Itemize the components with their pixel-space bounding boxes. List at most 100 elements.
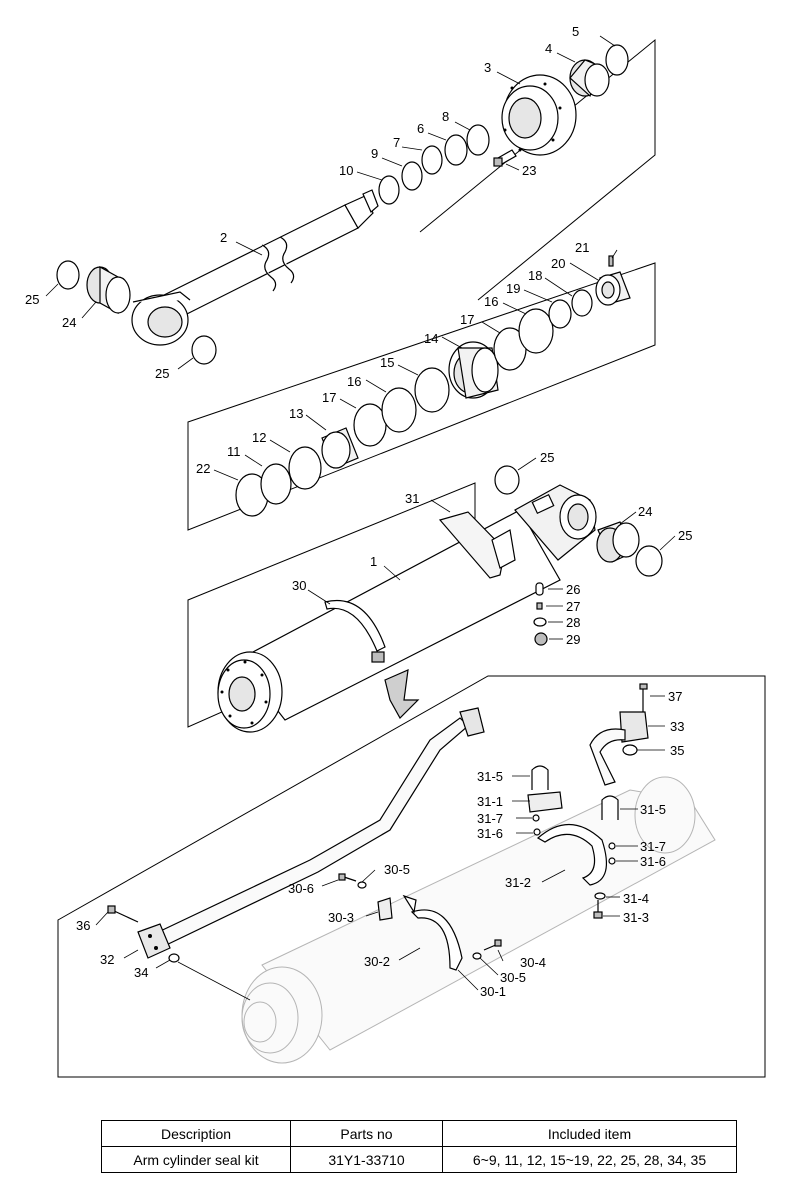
cell-description: Arm cylinder seal kit [101, 1146, 291, 1173]
o-ring-34 [168, 953, 180, 963]
label-36: 36 [76, 918, 90, 933]
label-22: 22 [196, 461, 210, 476]
label-30-3: 30-3 [328, 910, 354, 925]
ring-15 [414, 367, 450, 413]
bushing-24-rod [86, 265, 131, 315]
ring-9 [401, 161, 423, 191]
ring-17-left [353, 403, 387, 447]
label-19: 19 [506, 281, 520, 296]
header-included-item: Included item [442, 1120, 737, 1147]
u-bolt-31-5-left [531, 765, 549, 790]
seal-25-tube-top [494, 465, 520, 495]
label-33: 33 [670, 719, 684, 734]
label-7: 7 [393, 135, 400, 150]
label-10: 10 [339, 163, 353, 178]
label-12: 12 [252, 430, 266, 445]
ring-11 [260, 463, 292, 505]
bracket-31 [438, 511, 516, 579]
label-30-2: 30-2 [364, 954, 390, 969]
label-16b: 16 [484, 294, 498, 309]
clamp-30-2 [402, 894, 463, 971]
label-24b: 24 [638, 504, 652, 519]
label-27: 27 [566, 599, 580, 614]
seal-kit-table: Description Parts no Included item Arm c… [101, 1120, 737, 1173]
ring-7 [421, 145, 443, 175]
ring-16-left [381, 387, 417, 433]
label-31-2: 31-2 [505, 875, 531, 890]
table-row: Arm cylinder seal kit 31Y1-33710 6~9, 11… [101, 1146, 737, 1173]
label-25b: 25 [155, 366, 169, 381]
label-25a: 25 [25, 292, 39, 307]
header-description: Description [101, 1120, 291, 1147]
label-21: 21 [575, 240, 589, 255]
label-32: 32 [100, 952, 114, 967]
seal-25-rod-left [56, 260, 80, 290]
ring-12 [288, 446, 322, 490]
label-30-6: 30-6 [288, 881, 314, 896]
label-8: 8 [442, 109, 449, 124]
label-25d: 25 [678, 528, 692, 543]
label-29: 29 [566, 632, 580, 647]
piston-14 [448, 341, 499, 399]
bolt-36 [107, 905, 139, 923]
cell-included-item: 6~9, 11, 12, 15~19, 22, 25, 28, 34, 35 [442, 1146, 737, 1173]
washer-30-5-top [357, 881, 367, 889]
bolt-37 [639, 683, 648, 712]
ring-19 [548, 299, 572, 329]
piping-group-panel [57, 675, 766, 1078]
label-31-4: 31-4 [623, 891, 649, 906]
label-35: 35 [670, 743, 684, 758]
ring-5 [605, 44, 629, 76]
label-31-7b: 31-7 [640, 839, 666, 854]
o-ring-35 [622, 744, 638, 756]
table-header-row: Description Parts no Included item [101, 1120, 737, 1147]
label-4: 4 [545, 41, 552, 56]
hydraulic-pipe [151, 707, 485, 949]
label-14: 14 [424, 331, 438, 346]
ring-6 [444, 134, 468, 166]
flange-block-32 [137, 923, 171, 959]
label-31: 31 [405, 491, 419, 506]
parts-26-29 [533, 582, 548, 646]
label-20: 20 [551, 256, 565, 271]
label-31-1: 31-1 [477, 794, 503, 809]
ring-18 [571, 289, 593, 317]
elbow-pipe-33 [589, 711, 649, 786]
u-bolt-31-5-right [601, 795, 619, 820]
label-30-5a: 30-5 [384, 862, 410, 877]
bracket-31-1 [527, 791, 563, 813]
leader-lines [45, 35, 676, 1001]
label-15: 15 [380, 355, 394, 370]
ring-8 [466, 124, 490, 156]
label-31-3: 31-3 [623, 910, 649, 925]
label-31-5b: 31-5 [640, 802, 666, 817]
label-6: 6 [417, 121, 424, 136]
label-31-5a: 31-5 [477, 769, 503, 784]
label-26: 26 [566, 582, 580, 597]
label-31-6a: 31-6 [477, 826, 503, 841]
label-37: 37 [668, 689, 682, 704]
label-13: 13 [289, 406, 303, 421]
piston-group-panel [187, 262, 656, 531]
label-18: 18 [528, 268, 542, 283]
label-16a: 16 [347, 374, 361, 389]
label-5: 5 [572, 24, 579, 39]
label-31-7a: 31-7 [477, 811, 503, 826]
piston-rod [131, 189, 379, 346]
ring-16-right [518, 308, 554, 354]
clamp-30 [324, 600, 386, 663]
label-23: 23 [522, 163, 536, 178]
rod-cover [501, 74, 577, 156]
fasteners-31 [532, 814, 616, 919]
clamp-31-2 [536, 823, 608, 886]
screw-21 [608, 255, 614, 267]
label-30-5b: 30-5 [500, 970, 526, 985]
label-3: 3 [484, 60, 491, 75]
label-30-4: 30-4 [520, 955, 546, 970]
label-30: 30 [292, 578, 306, 593]
bolt-23 [493, 149, 517, 167]
label-24a: 24 [62, 315, 76, 330]
label-17b: 17 [460, 312, 474, 327]
bushing-13 [321, 427, 359, 469]
label-17a: 17 [322, 390, 336, 405]
